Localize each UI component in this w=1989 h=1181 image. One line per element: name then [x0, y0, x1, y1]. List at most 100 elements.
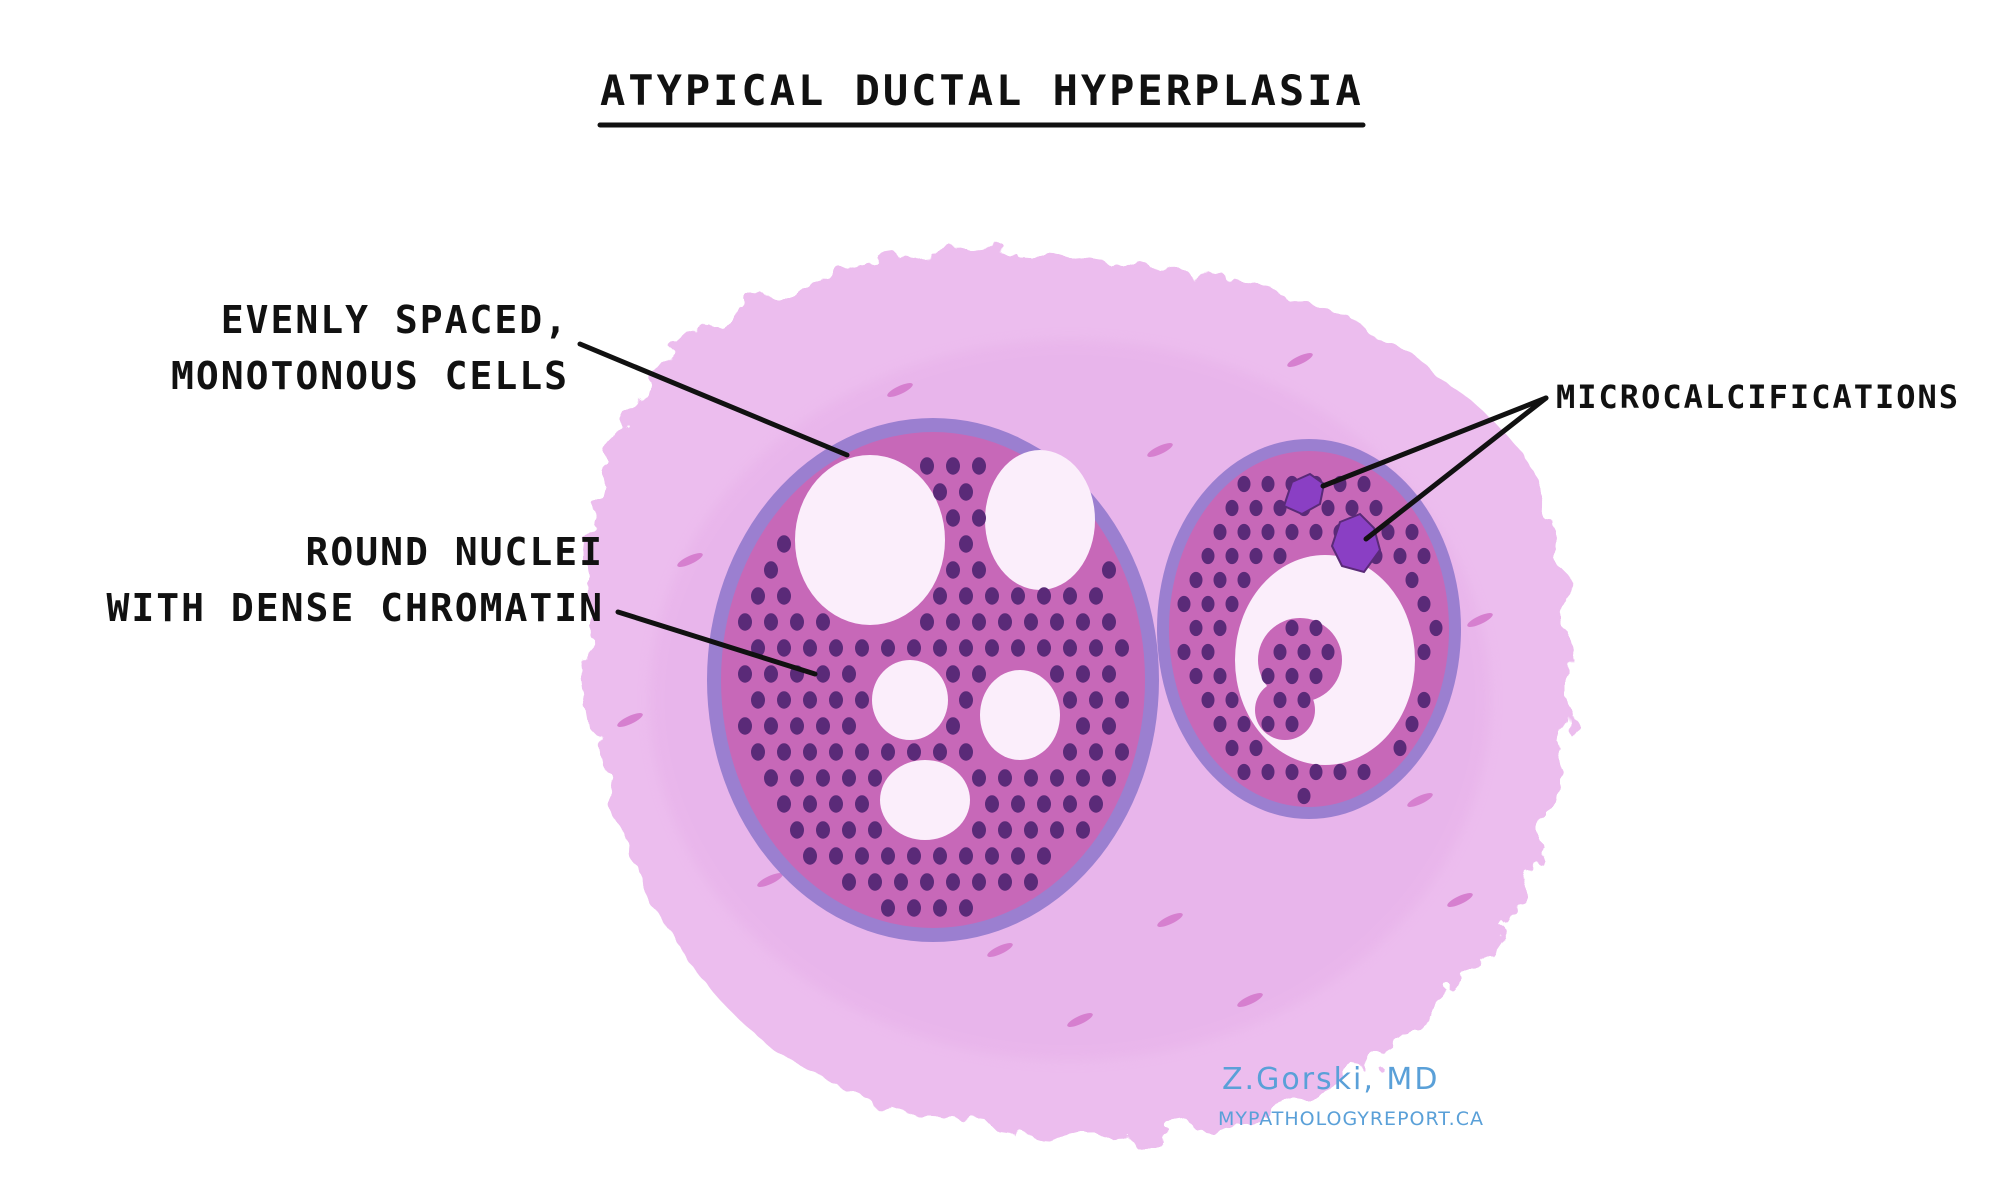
- nucleus: [764, 717, 778, 735]
- nucleus: [972, 665, 986, 683]
- nucleus: [1089, 743, 1103, 761]
- nucleus: [764, 665, 778, 683]
- nucleus: [1011, 639, 1025, 657]
- nucleus: [1089, 587, 1103, 605]
- nucleus: [881, 847, 895, 865]
- nucleus: [1261, 523, 1275, 541]
- nucleus: [1357, 763, 1371, 781]
- nucleus: [738, 613, 752, 631]
- nucleus: [998, 821, 1012, 839]
- nucleus: [764, 561, 778, 579]
- nucleus: [1037, 847, 1051, 865]
- nucleus: [829, 743, 843, 761]
- nucleus: [1189, 667, 1203, 685]
- nucleus: [1037, 795, 1051, 813]
- nucleus: [1405, 571, 1419, 589]
- nucleus: [790, 717, 804, 735]
- page-title: Atypical Ductal Hyperplasia: [600, 66, 1364, 115]
- nucleus: [972, 821, 986, 839]
- nucleus: [985, 587, 999, 605]
- nucleus: [855, 795, 869, 813]
- nucleus: [1024, 821, 1038, 839]
- nucleus: [972, 873, 986, 891]
- lumen: [980, 670, 1060, 760]
- label-evenly-spaced: Evenly spaced, monotonous cells: [171, 292, 569, 404]
- fibroblast-nucleus: [1467, 613, 1493, 627]
- nucleus: [972, 509, 986, 527]
- nucleus: [881, 899, 895, 917]
- nucleus: [946, 665, 960, 683]
- nucleus: [1249, 547, 1263, 565]
- nucleus: [1237, 763, 1251, 781]
- nucleus: [829, 795, 843, 813]
- nucleus: [1076, 665, 1090, 683]
- nucleus: [1393, 547, 1407, 565]
- nucleus: [764, 769, 778, 787]
- nucleus: [777, 691, 791, 709]
- nucleus: [1189, 619, 1203, 637]
- nucleus: [1213, 667, 1227, 685]
- nucleus: [1309, 763, 1323, 781]
- nucleus: [1237, 475, 1251, 493]
- nucleus: [764, 613, 778, 631]
- nucleus: [920, 873, 934, 891]
- nucleus: [1063, 691, 1077, 709]
- nucleus: [803, 639, 817, 657]
- label-line: monotonous cells: [170, 354, 569, 398]
- nucleus: [1213, 619, 1227, 637]
- nucleus: [998, 613, 1012, 631]
- nucleus: [1024, 873, 1038, 891]
- nucleus: [998, 873, 1012, 891]
- nucleus: [777, 587, 791, 605]
- nucleus: [959, 743, 973, 761]
- nucleus: [751, 587, 765, 605]
- nucleus: [1405, 523, 1419, 541]
- nucleus: [1273, 643, 1287, 661]
- nucleus: [1237, 571, 1251, 589]
- nucleus: [1050, 613, 1064, 631]
- nucleus: [868, 769, 882, 787]
- nucleus: [1285, 523, 1299, 541]
- nucleus: [816, 717, 830, 735]
- nucleus: [1369, 499, 1383, 517]
- nucleus: [959, 639, 973, 657]
- fibroblast-nucleus: [677, 553, 703, 567]
- nucleus: [1297, 691, 1311, 709]
- nucleus: [1063, 795, 1077, 813]
- nucleus: [816, 821, 830, 839]
- fibroblast-nucleus: [1147, 443, 1173, 457]
- nucleus: [842, 717, 856, 735]
- lumen: [880, 760, 970, 840]
- nucleus: [1089, 639, 1103, 657]
- fibroblast-nucleus: [617, 713, 643, 727]
- nucleus: [998, 769, 1012, 787]
- nucleus: [985, 847, 999, 865]
- nucleus: [959, 483, 973, 501]
- nucleus: [1381, 523, 1395, 541]
- nucleus: [1261, 475, 1275, 493]
- nucleus: [1273, 691, 1287, 709]
- nucleus: [1024, 613, 1038, 631]
- nucleus: [933, 847, 947, 865]
- nucleus: [1115, 691, 1129, 709]
- nucleus: [959, 535, 973, 553]
- fibroblast-nucleus: [1237, 993, 1263, 1007]
- nucleus: [1225, 595, 1239, 613]
- nucleus: [1417, 547, 1431, 565]
- nucleus: [1285, 763, 1299, 781]
- nucleus: [1177, 595, 1191, 613]
- nucleus: [1201, 547, 1215, 565]
- nucleus: [855, 691, 869, 709]
- fibroblast-nucleus: [1447, 893, 1473, 907]
- nucleus: [1309, 523, 1323, 541]
- nucleus: [803, 743, 817, 761]
- nucleus: [1429, 619, 1443, 637]
- nucleus: [829, 847, 843, 865]
- nucleus: [972, 457, 986, 475]
- nucleus: [1050, 821, 1064, 839]
- nucleus: [816, 665, 830, 683]
- nucleus: [868, 873, 882, 891]
- nucleus: [959, 899, 973, 917]
- nucleus: [1201, 643, 1215, 661]
- nucleus: [985, 639, 999, 657]
